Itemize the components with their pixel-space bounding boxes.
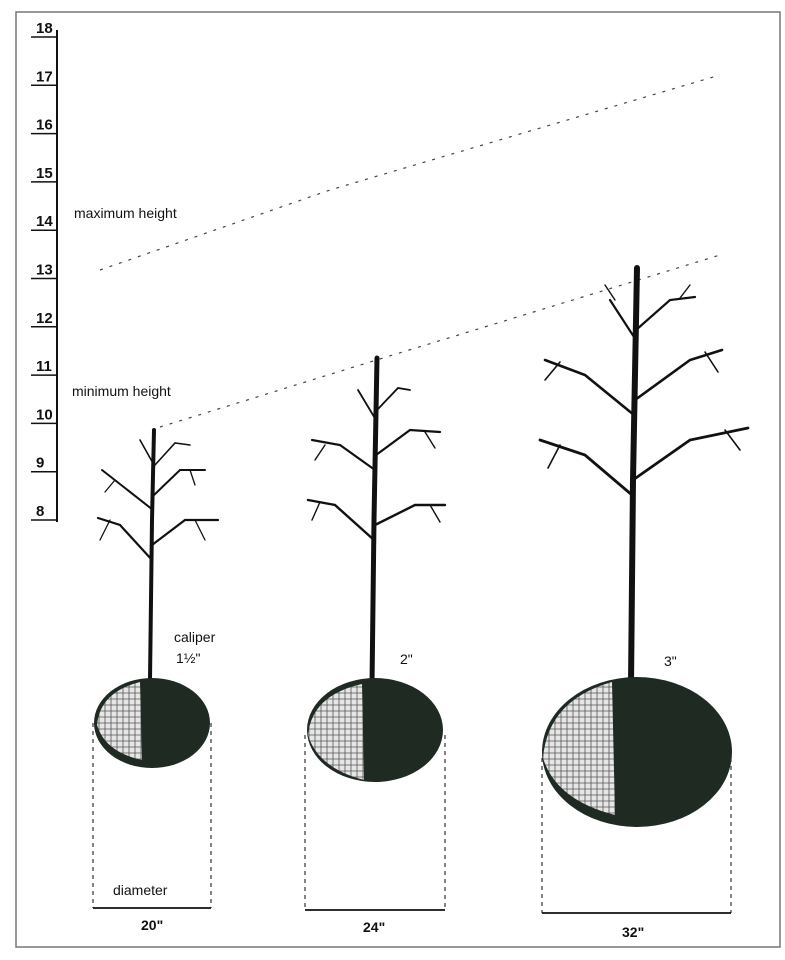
- tree-1-diameter-value: 20": [141, 917, 163, 933]
- tree-3-diameter-value: 32": [622, 924, 644, 940]
- diameter-label: diameter: [113, 882, 168, 898]
- scale-tick-label: 13: [36, 262, 53, 279]
- tree-3-caliper-value: 3": [664, 653, 677, 669]
- maximum-height-label: maximum height: [74, 205, 177, 221]
- caliper-label: caliper: [174, 629, 216, 645]
- tree-2-branches: [308, 358, 445, 685]
- tree-3-burlap: [543, 682, 615, 815]
- tree-2-caliper-value: 2": [400, 651, 413, 667]
- scale-tick-label: 14: [36, 213, 53, 230]
- tree-2-diameter-value: 24": [363, 919, 385, 935]
- maximum-height-line: [100, 75, 720, 270]
- scale-tick-label: 10: [36, 406, 53, 423]
- minimum-height-label: minimum height: [72, 383, 171, 399]
- height-scale: 18 17 16 15 14 13 12 11 10 9 8: [31, 20, 57, 522]
- scale-tick-label: 15: [36, 165, 53, 182]
- tree-1: diameter 20" caliper 1½": [93, 430, 218, 933]
- scale-tick-label: 18: [36, 20, 53, 37]
- tree-2-burlap: [308, 684, 364, 780]
- tree-2: 24" 2": [305, 358, 445, 935]
- scale-tick-label: 8: [36, 503, 44, 520]
- tree-3: 32" 3": [540, 268, 748, 940]
- tree-1-caliper-value: 1½": [176, 650, 200, 666]
- scale-tick-label: 17: [36, 68, 53, 85]
- scale-tick-label: 12: [36, 310, 53, 327]
- scale-tick-label: 9: [36, 455, 44, 472]
- scale-tick-label: 11: [36, 358, 52, 375]
- tree-1-burlap: [97, 682, 142, 760]
- tree-3-branches: [540, 268, 748, 685]
- height-guide-lines: [100, 75, 720, 427]
- scale-tick-label: 16: [36, 117, 53, 134]
